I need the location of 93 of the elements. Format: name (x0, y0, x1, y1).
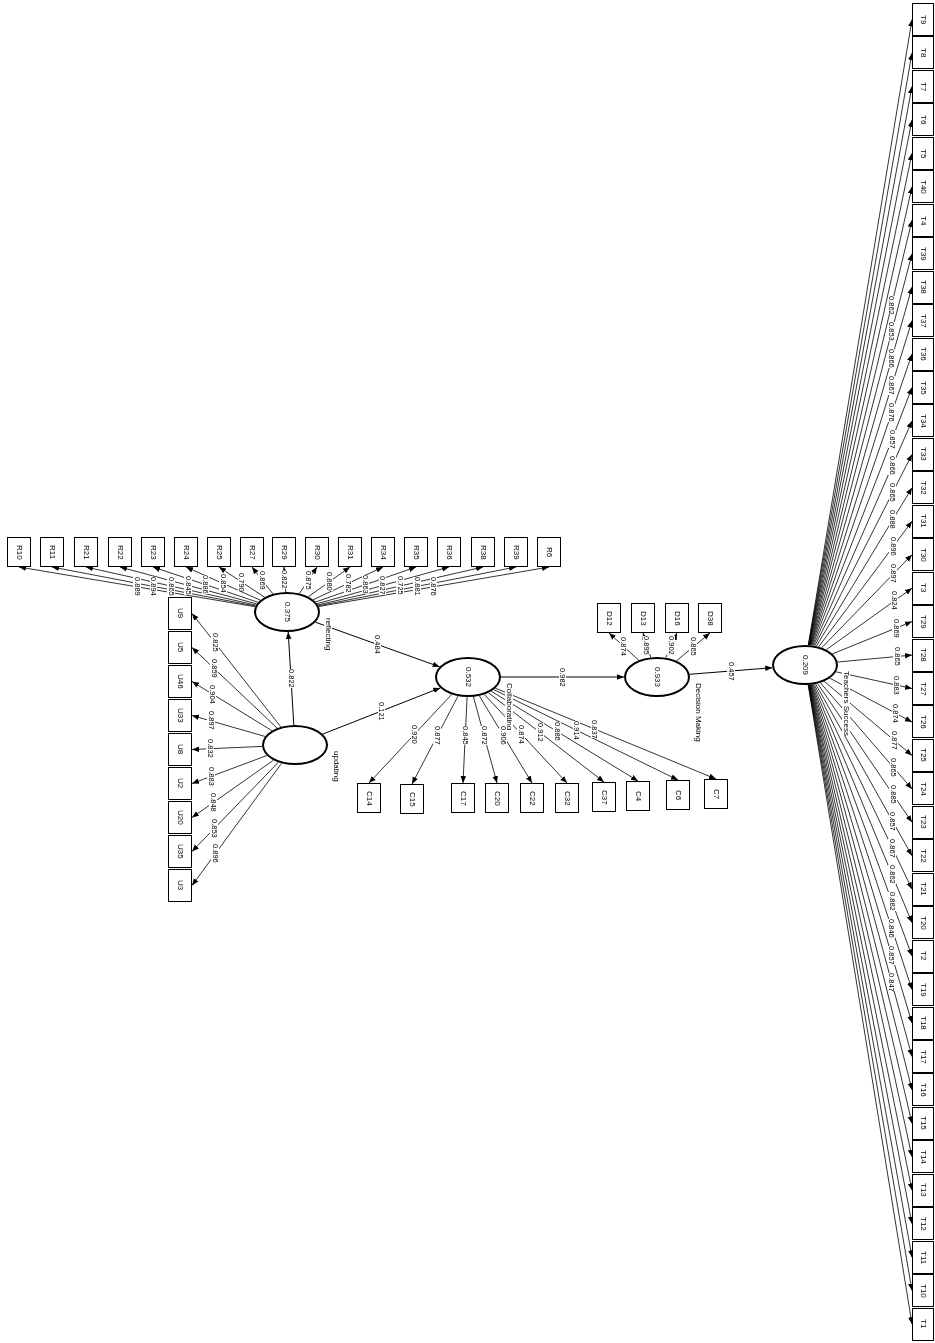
indicator-box: R39 (504, 537, 528, 567)
construct-label: Collaborating (505, 683, 513, 731)
indicator-box: D13 (631, 603, 655, 633)
indicator-box: U3 (168, 869, 192, 902)
indicator-box: T22 (912, 839, 934, 873)
indicator-box: T36 (912, 337, 934, 371)
indicator-box: T15 (912, 1106, 934, 1140)
indicator-box: C17 (451, 783, 475, 813)
indicator-box: R38 (471, 537, 495, 567)
indicator-box: R23 (141, 537, 165, 567)
indicator-box: T40 (912, 170, 934, 204)
value-label: 0.933 (653, 667, 661, 687)
indicator-box: R22 (108, 537, 132, 567)
indicator-box: T28 (912, 638, 934, 672)
indicator-box: T38 (912, 270, 934, 304)
indicator-box: T4 (912, 203, 934, 237)
indicator-box: R24 (174, 537, 198, 567)
construct-label: Teachers Success (842, 671, 850, 736)
indicator-box: R21 (74, 537, 98, 567)
indicator-box: T2 (912, 939, 934, 973)
indicator-box: U2 (168, 767, 192, 800)
indicator-box: T35 (912, 370, 934, 404)
indicator-box: T14 (912, 1140, 934, 1174)
indicator-box: U20 (168, 801, 192, 834)
indicator-box: T39 (912, 237, 934, 271)
indicator-box: T37 (912, 304, 934, 338)
indicator-box: T12 (912, 1207, 934, 1241)
indicator-box: T27 (912, 672, 934, 705)
indicator-box: T5 (912, 136, 934, 170)
indicator-box: T20 (912, 906, 934, 940)
indicator-box: R35 (404, 537, 428, 567)
indicator-box: C4 (626, 781, 650, 811)
indicator-box: C15 (400, 784, 424, 814)
indicator-box: T25 (912, 738, 934, 772)
indicator-box: C37 (592, 782, 616, 812)
indicator-box: D16 (665, 603, 689, 633)
indicator-box: U35 (168, 835, 192, 868)
indicator-box: R6 (537, 537, 561, 567)
indicator-box: C6 (666, 780, 690, 810)
indicator-box: T17 (912, 1039, 934, 1073)
indicator-box: R27 (240, 537, 264, 567)
value-label: 0.209 (801, 655, 809, 675)
indicator-box: T6 (912, 103, 934, 137)
indicator-box: T7 (912, 69, 934, 103)
indicator-box: U46 (168, 665, 192, 698)
indicator-box: T26 (912, 705, 934, 739)
value-label: 0.375 (283, 602, 291, 622)
value-label: 0.532 (464, 667, 472, 687)
indicator-box: T32 (912, 471, 934, 505)
arrow (500, 674, 625, 680)
indicator-box: C14 (357, 783, 381, 813)
indicator-box: R36 (437, 537, 461, 567)
indicator-box: T30 (912, 538, 934, 572)
arrow (314, 621, 441, 668)
indicator-box: T3 (912, 571, 934, 605)
indicator-box: R31 (338, 537, 362, 567)
indicator-box: U5 (168, 631, 192, 664)
indicator-box: T9 (912, 3, 934, 36)
indicator-box: T13 (912, 1173, 934, 1207)
construct-label: updating (332, 751, 340, 782)
construct-label: reflecting (324, 618, 332, 651)
indicator-box: T31 (912, 504, 934, 538)
indicator-box: T8 (912, 36, 934, 70)
indicator-box: R30 (305, 537, 329, 567)
indicator-box: R25 (207, 537, 231, 567)
indicator-box: T19 (912, 973, 934, 1007)
indicator-box: T16 (912, 1073, 934, 1107)
indicator-box: R34 (371, 537, 395, 567)
indicator-box: U9 (168, 597, 192, 630)
indicator-box: C22 (520, 783, 544, 813)
indicator-box: U33 (168, 699, 192, 732)
indicator-box: T21 (912, 872, 934, 906)
indicator-box: C20 (485, 783, 509, 813)
indicator-box: T33 (912, 437, 934, 471)
indicator-box: R10 (7, 537, 31, 567)
indicator-box: R11 (40, 537, 64, 567)
indicator-box: T24 (912, 772, 934, 806)
arrow (689, 665, 773, 675)
arrow (322, 687, 441, 735)
indicator-box: U8 (168, 733, 192, 766)
indicator-box: C7 (704, 779, 728, 809)
indicator-box: T1 (912, 1307, 934, 1341)
indicator-box: T29 (912, 605, 934, 639)
indicator-box: D38 (698, 603, 722, 633)
indicator-box: D12 (597, 603, 621, 633)
indicator-box: T18 (912, 1006, 934, 1040)
construct-label: Decision Making (694, 683, 702, 742)
indicator-box: T10 (912, 1274, 934, 1308)
indicator-box: C32 (555, 783, 579, 813)
indicator-box: R29 (272, 537, 296, 567)
indicator-box: T23 (912, 805, 934, 839)
indicator-box: T11 (912, 1240, 934, 1274)
indicator-box: T34 (912, 404, 934, 438)
